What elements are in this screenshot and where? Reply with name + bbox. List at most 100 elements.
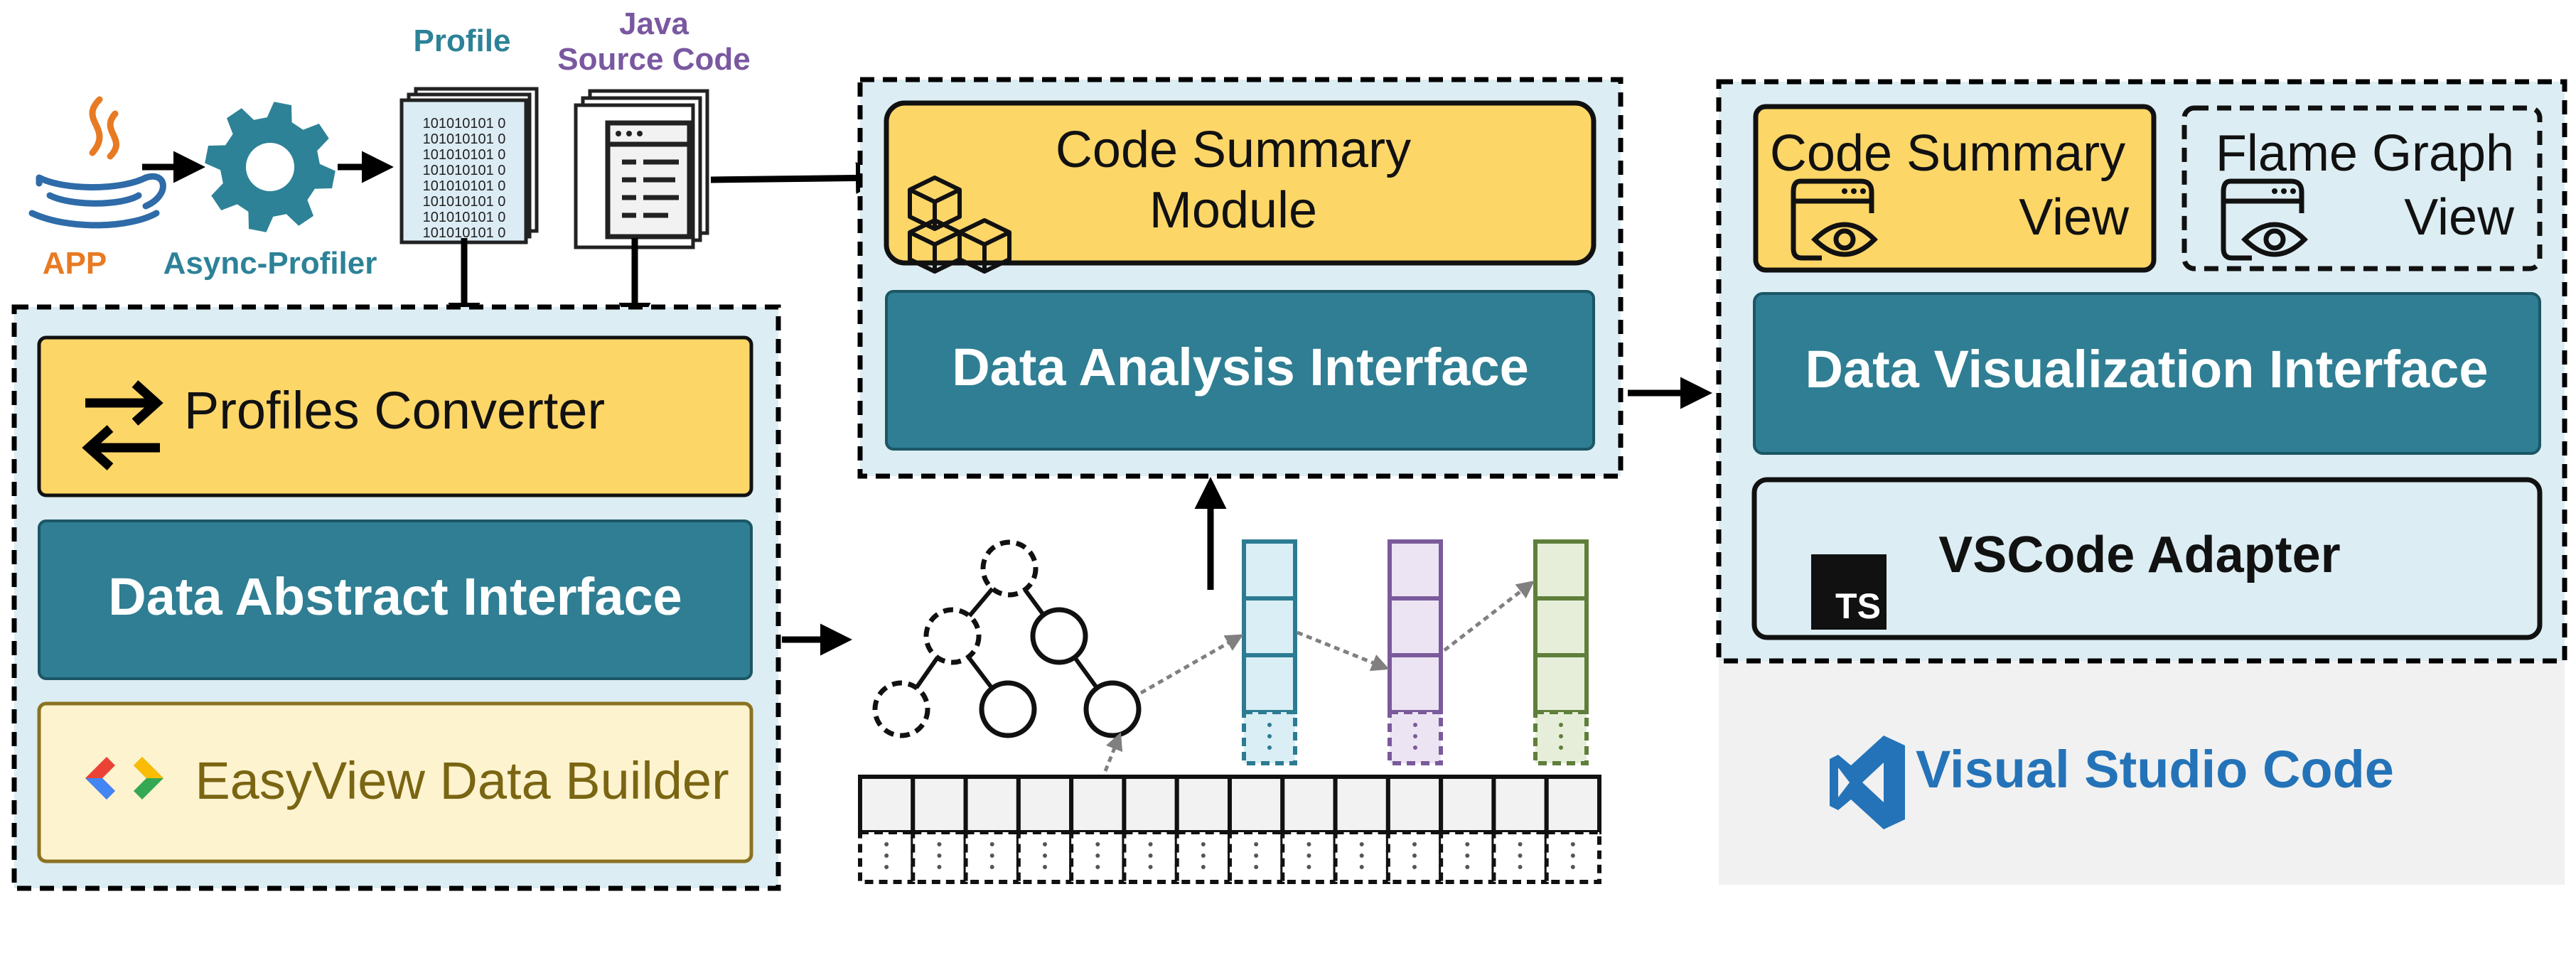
- ellipsis-dot: [989, 854, 994, 858]
- builder-logo-icon: [85, 757, 163, 799]
- data-structures: [858, 539, 1602, 884]
- ellipsis-dot: [1359, 842, 1364, 846]
- flame-graph-view-line1: Flame Graph: [2216, 125, 2514, 182]
- pointer-arrow: [1139, 634, 1244, 695]
- code-summary-module-line1: Code Summary: [1056, 122, 1411, 178]
- ellipsis-dot: [937, 865, 942, 869]
- ellipsis-dot: [989, 865, 994, 869]
- array-cell: [1280, 775, 1338, 834]
- ts-badge-text: TS: [1835, 586, 1881, 626]
- profile-binary-line: 101010101 0: [423, 210, 506, 225]
- ellipsis-dot: [1043, 854, 1047, 858]
- ellipsis-dot: [1306, 854, 1311, 858]
- ellipsis-dot: [1413, 745, 1417, 750]
- ellipsis-dot: [1095, 865, 1100, 869]
- ellipsis-dot: [1570, 842, 1575, 846]
- ellipsis-dot: [1095, 842, 1100, 846]
- ellipsis-dot: [1413, 723, 1417, 727]
- vscode-label: Visual Studio Code: [1916, 740, 2394, 799]
- code-summary-view-line1: Code Summary: [1770, 125, 2125, 182]
- vscode-adapter-box: [1751, 477, 2543, 640]
- array-cell: [1439, 775, 1496, 834]
- ellipsis-dot: [1148, 854, 1153, 858]
- ellipsis-dot: [1267, 745, 1272, 750]
- profiles-converter-label: Profiles Converter: [184, 381, 605, 440]
- ellipsis-dot: [1043, 865, 1047, 869]
- arrow-source-to-summary: [710, 161, 888, 194]
- array-cell: [1122, 775, 1179, 834]
- ellipsis-dot: [1518, 842, 1523, 846]
- column-cell: [1242, 596, 1297, 657]
- column-cell: [1533, 539, 1589, 601]
- tree-node: [923, 607, 982, 665]
- ellipsis-dot: [1465, 865, 1470, 869]
- ellipsis-dot: [1359, 854, 1364, 858]
- ellipsis-dot: [937, 842, 942, 846]
- array-cell: [1174, 775, 1232, 834]
- ellipsis-dot: [1254, 842, 1259, 846]
- ellipsis-dot: [884, 865, 889, 869]
- array-overflow-cell: [1439, 830, 1496, 884]
- cubes-icon: [908, 176, 1011, 274]
- ellipsis-dot: [1412, 865, 1417, 869]
- array-cell: [1228, 775, 1285, 834]
- profile-binary-line: 101010101 0: [423, 163, 506, 178]
- array-cell: [911, 775, 968, 834]
- ellipsis-dot: [1359, 865, 1364, 869]
- source-label-line1: Java: [619, 6, 689, 41]
- profiles-converter-box: [37, 335, 753, 497]
- column-cell: [1388, 539, 1443, 601]
- eye-window-icon: [1791, 178, 1878, 261]
- ellipsis-dot: [1559, 723, 1563, 727]
- column-cell: [1242, 539, 1297, 601]
- tree-node: [980, 539, 1039, 598]
- ellipsis-dot: [1518, 854, 1523, 858]
- ellipsis-dot: [1201, 854, 1206, 858]
- ellipsis-dot: [1043, 842, 1047, 846]
- column-cell: [1388, 596, 1443, 657]
- ellipsis-dot: [1412, 854, 1417, 858]
- tree-node: [979, 680, 1037, 738]
- ellipsis-dot: [1465, 842, 1470, 846]
- array-cell: [1333, 775, 1390, 834]
- ellipsis-dot: [1267, 723, 1272, 727]
- array-cell: [1491, 775, 1549, 834]
- ellipsis-dot: [1254, 854, 1259, 858]
- ellipsis-dot: [1465, 854, 1470, 858]
- easyview-data-builder-label: EasyView Data Builder: [195, 751, 729, 810]
- ellipsis-dot: [1095, 854, 1100, 858]
- ellipsis-dot: [1306, 842, 1311, 846]
- tree-node: [1083, 680, 1142, 738]
- column-overflow-cell: [1388, 710, 1443, 765]
- flame-graph-view-line2: View: [2404, 189, 2515, 246]
- column-cell: [1533, 596, 1589, 657]
- pointer-arrow: [1443, 580, 1535, 652]
- column-cell: [1242, 653, 1297, 714]
- profile-binary-line: 101010101 0: [423, 225, 506, 241]
- pointer-arrow: [1297, 630, 1390, 672]
- ellipsis-dot: [1306, 865, 1311, 869]
- profile-label: Profile: [414, 23, 511, 58]
- data-abstract-interface-label: Data Abstract Interface: [108, 567, 682, 626]
- source-code-icon: [574, 89, 709, 249]
- tree-node: [1030, 607, 1088, 665]
- data-visualization-interface-box: [1753, 292, 2541, 455]
- profiler-label: Async-Profiler: [163, 246, 377, 281]
- data-analysis-interface-box: [885, 290, 1595, 451]
- pointer-arrow: [1103, 732, 1123, 772]
- ellipsis-dot: [1148, 842, 1153, 846]
- ellipsis-dot: [1201, 842, 1206, 846]
- profile-binary-line: 101010101 0: [423, 131, 506, 147]
- code-summary-view-line2: View: [2019, 189, 2130, 246]
- array-cell: [1544, 775, 1602, 834]
- ellipsis-dot: [1570, 865, 1575, 869]
- ellipsis-dot: [1570, 854, 1575, 858]
- ellipsis-dot: [884, 854, 889, 858]
- column-cell: [1533, 653, 1589, 714]
- array-cell: [1016, 775, 1074, 834]
- array-cell: [1069, 775, 1127, 834]
- profile-binary-line: 101010101 0: [423, 178, 506, 194]
- flame-eye-window-icon: [2221, 178, 2308, 261]
- ellipsis-dot: [989, 842, 994, 846]
